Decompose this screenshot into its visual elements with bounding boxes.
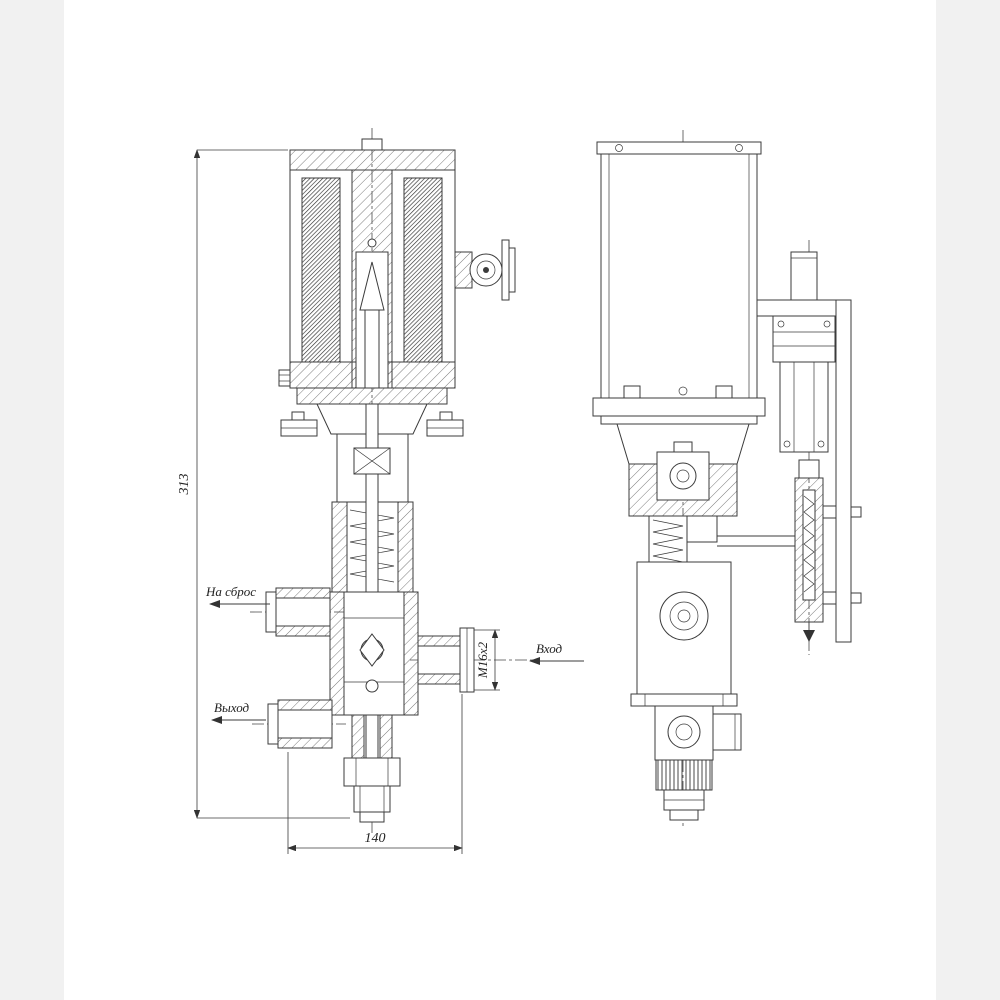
flange-bolt-right xyxy=(439,411,453,421)
pilot-cylinder xyxy=(790,251,818,301)
side-stub xyxy=(712,713,742,751)
spring xyxy=(652,519,684,569)
bottom-cap xyxy=(359,811,385,823)
side-view xyxy=(592,130,862,826)
pointer-arrow xyxy=(803,630,815,642)
valve-bonnet-spring xyxy=(331,403,414,593)
valve-poppet xyxy=(359,633,385,667)
side-valve-body xyxy=(630,561,742,821)
body-base-flange xyxy=(630,693,738,707)
bottom-fitting xyxy=(343,714,401,823)
bottom-thread xyxy=(353,785,391,813)
bracket-plate xyxy=(835,299,852,643)
outlet-label: Выход xyxy=(214,700,250,715)
valve-stem xyxy=(365,473,379,593)
outlet-port xyxy=(252,699,346,749)
dimension-thread: М16х2 xyxy=(474,629,500,691)
coil-winding-left xyxy=(301,177,341,363)
discharge-port xyxy=(250,587,344,637)
connector-flange xyxy=(501,239,510,301)
housing-body xyxy=(600,153,758,399)
solenoid-top-cap xyxy=(289,149,456,171)
pilot-block-lower xyxy=(779,361,829,453)
knurled-nut xyxy=(655,759,713,791)
inlet-label: Вход xyxy=(536,641,563,656)
dimension-height: 313 xyxy=(177,149,350,819)
top-bolt xyxy=(361,138,383,151)
dimensions-annotations: 313 140 М16х2 На сброс Вы xyxy=(177,149,584,854)
inlet-port xyxy=(410,627,540,693)
electrical-connector xyxy=(454,239,516,301)
bottom-hex xyxy=(343,757,401,787)
port-boss xyxy=(659,591,709,641)
side-stub xyxy=(278,369,291,387)
plunger-stem xyxy=(364,309,380,389)
flow-inlet: Вход xyxy=(529,641,584,665)
bracket-bolt xyxy=(822,505,837,519)
adjuster-knob xyxy=(673,441,693,453)
connector-neck xyxy=(454,251,473,289)
solenoid-actuator xyxy=(278,138,456,389)
flange-bolt-left xyxy=(291,411,305,421)
bracket-bolt xyxy=(822,591,837,605)
right-margin-strip xyxy=(936,0,1000,1000)
discharge-label: На сброс xyxy=(205,584,256,599)
flange-plate xyxy=(296,387,448,405)
housing-flange xyxy=(592,397,766,417)
armature-pin xyxy=(367,238,377,248)
housing-top-cap xyxy=(596,141,762,155)
side-yoke xyxy=(616,423,750,517)
dim-width-label: 140 xyxy=(365,831,386,846)
upper-stem xyxy=(365,403,379,449)
left-margin-strip xyxy=(0,0,64,1000)
coil-winding-right xyxy=(403,177,443,363)
pilot-block-upper xyxy=(772,315,836,363)
valve-body-front xyxy=(329,591,419,716)
front-view xyxy=(250,128,540,834)
flange-bolt xyxy=(623,385,641,399)
dim-height-label: 313 xyxy=(177,474,192,496)
thread-label: М16х2 xyxy=(475,641,490,679)
flange-bolt xyxy=(715,385,733,399)
bracket-arm xyxy=(756,299,837,317)
side-housing xyxy=(592,141,766,425)
mounting-bracket xyxy=(756,240,862,655)
flow-outlet: Выход xyxy=(211,700,266,724)
flow-discharge: На сброс xyxy=(205,584,270,608)
dimension-width: 140 xyxy=(287,694,463,854)
